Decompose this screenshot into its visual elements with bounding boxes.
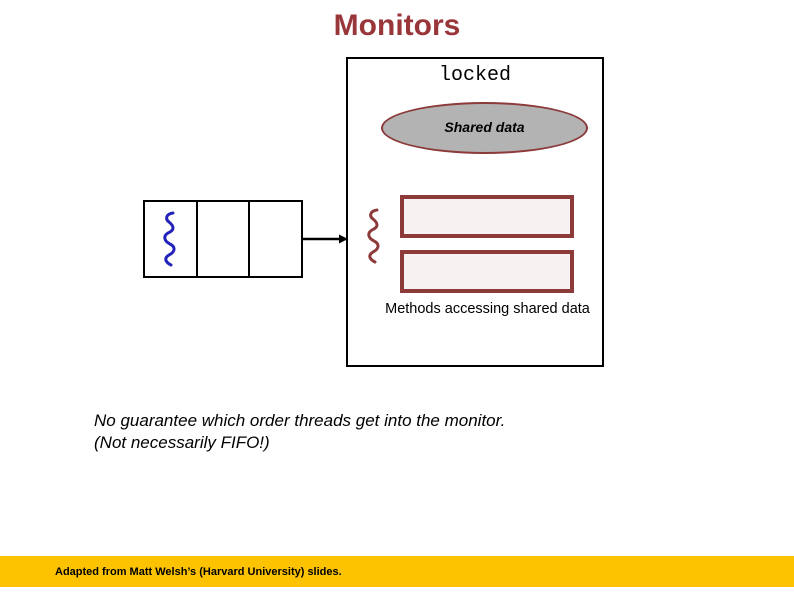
shared-data-ellipse [381,102,588,154]
queue-to-monitor-arrow-icon [303,234,348,244]
methods-caption: Methods accessing shared data [385,301,590,317]
footer-bar [0,556,794,587]
waiting-thread-squiggle-icon [163,211,176,267]
fifo-note: No guarantee which order threads get int… [94,410,694,454]
shared-data-label: Shared data [444,119,525,135]
fifo-note-line-1: No guarantee which order threads get int… [94,411,506,430]
queue-cell-2 [198,202,251,276]
footer-credit: Adapted from Matt Welsh’s (Harvard Unive… [55,566,342,578]
method-box-2 [400,250,574,293]
queue-cell-3 [250,202,301,276]
waiting-thread-queue [143,200,303,278]
page-title: Monitors [333,9,461,42]
fifo-note-line-2: (Not necessarily FIFO!) [94,433,270,452]
queue-cell-1 [145,202,198,276]
entering-thread-squiggle-icon [367,208,380,264]
locked-label: locked [438,64,511,87]
method-box-1 [400,195,574,238]
